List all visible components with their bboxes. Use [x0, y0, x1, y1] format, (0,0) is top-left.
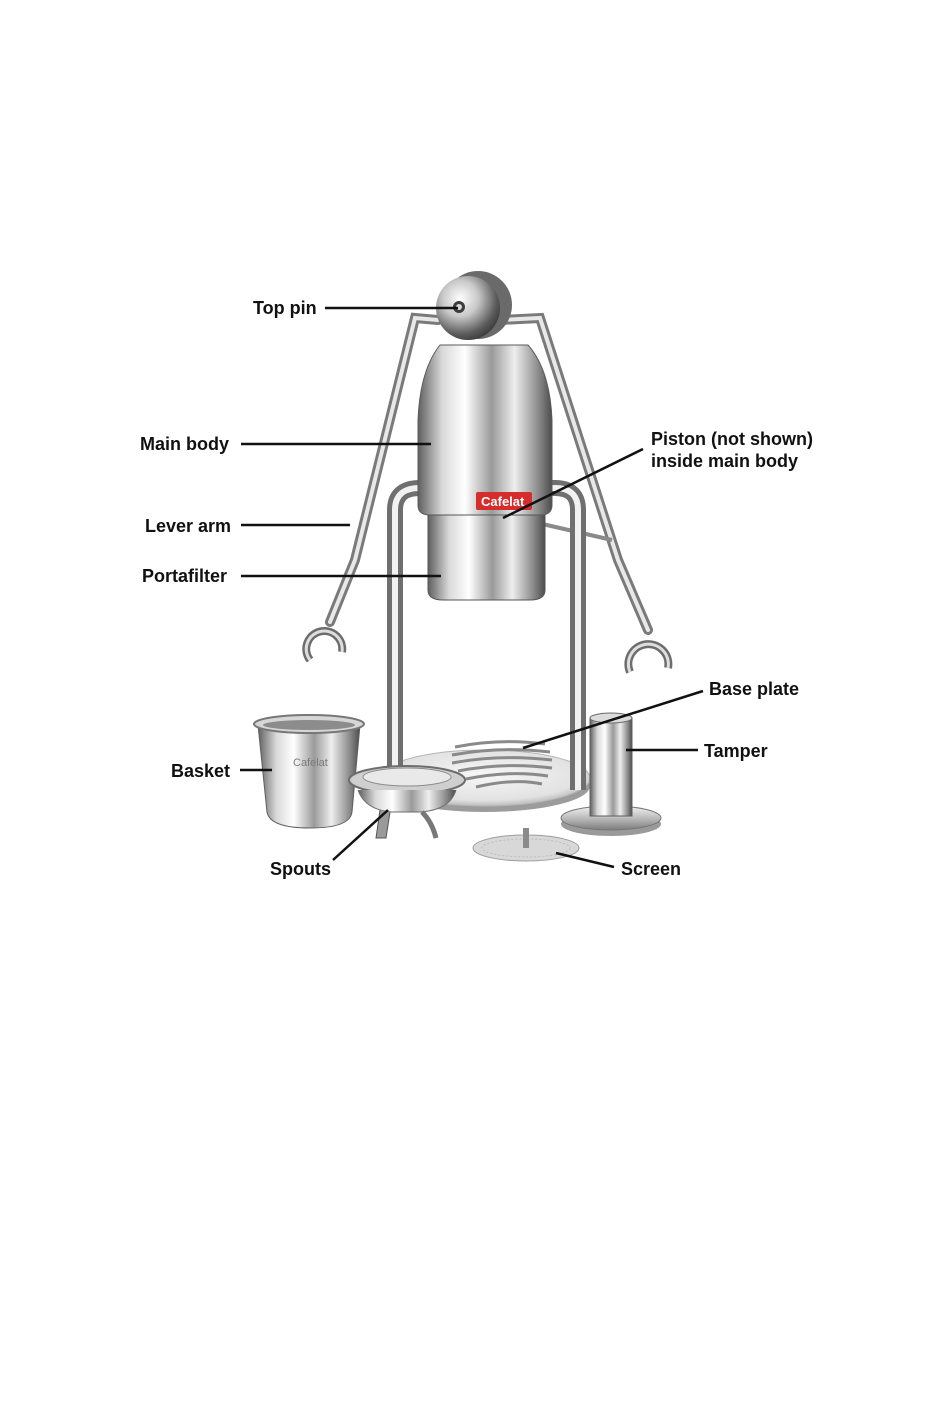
label-piston-line1: Piston (not shown): [651, 428, 891, 450]
label-basket: Basket: [171, 760, 230, 782]
label-spouts: Spouts: [270, 858, 331, 880]
basket: Cafelat: [254, 715, 364, 828]
label-top-pin: Top pin: [253, 297, 317, 319]
label-piston-line2: inside main body: [651, 450, 891, 472]
label-tamper: Tamper: [704, 740, 768, 762]
label-base-plate: Base plate: [709, 678, 799, 700]
label-screen: Screen: [621, 858, 681, 880]
basket-brand-text: Cafelat: [293, 757, 328, 769]
portafilter: [428, 515, 545, 600]
spouts: [349, 766, 465, 838]
leader-screen: [556, 853, 614, 867]
top-pin: [436, 271, 512, 340]
label-lever-arm: Lever arm: [145, 515, 231, 537]
screen: [473, 828, 579, 861]
label-portafilter: Portafilter: [142, 565, 227, 587]
label-piston: Piston (not shown) inside main body: [651, 428, 891, 472]
label-main-body: Main body: [140, 433, 229, 455]
body-brand-text: Cafelat: [481, 494, 525, 509]
main-body: Cafelat: [418, 345, 552, 515]
